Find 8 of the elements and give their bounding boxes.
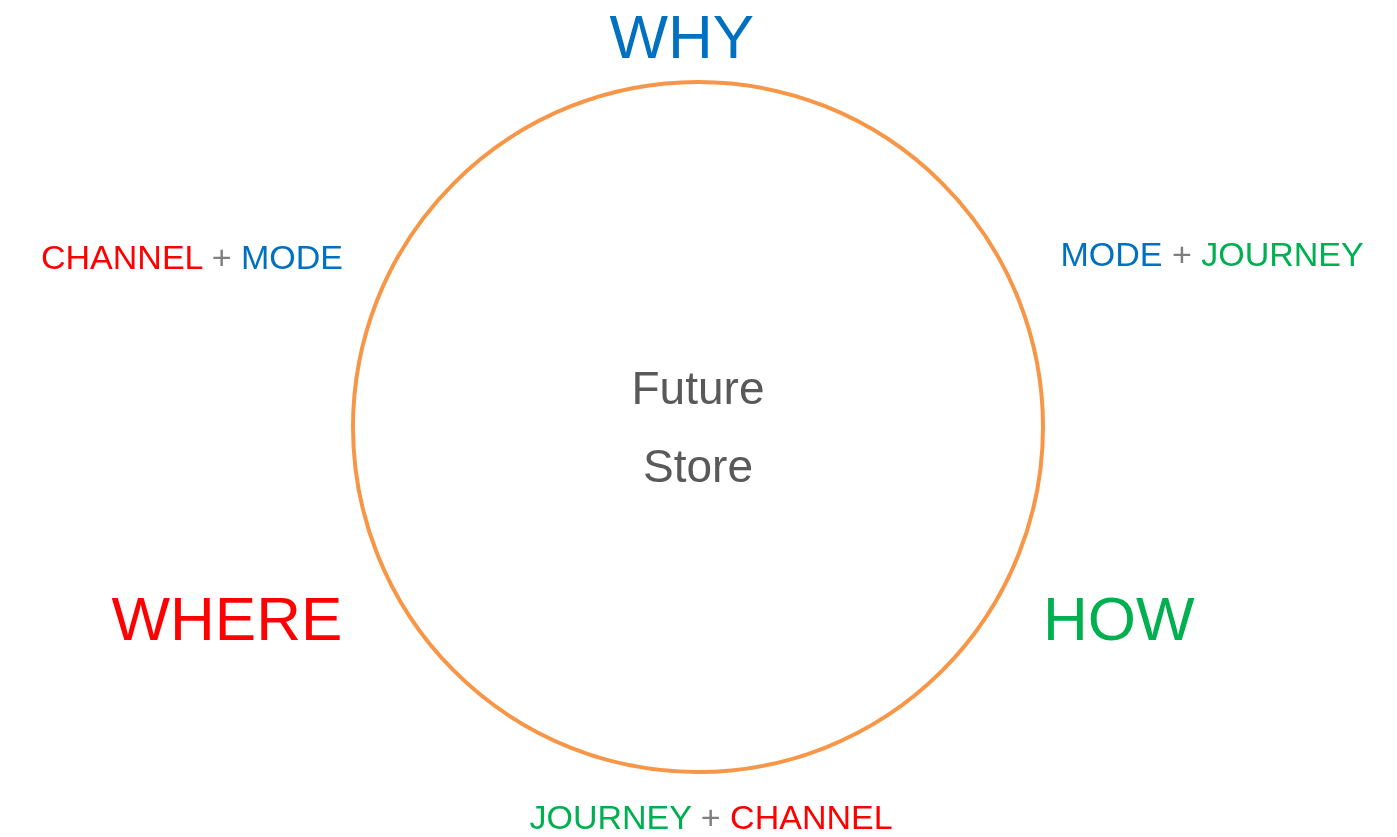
heading-label: HOW	[1043, 588, 1195, 650]
heading-label: WHY	[609, 6, 755, 68]
circle-label: Future Store	[630, 360, 766, 494]
pair-label: MODE + JOURNEY	[1060, 237, 1364, 271]
heading-label: WHERE	[111, 588, 343, 650]
pair-label: CHANNEL + MODE	[41, 240, 343, 274]
pair-label: JOURNEY + CHANNEL	[529, 800, 893, 834]
circle	[351, 80, 1045, 774]
